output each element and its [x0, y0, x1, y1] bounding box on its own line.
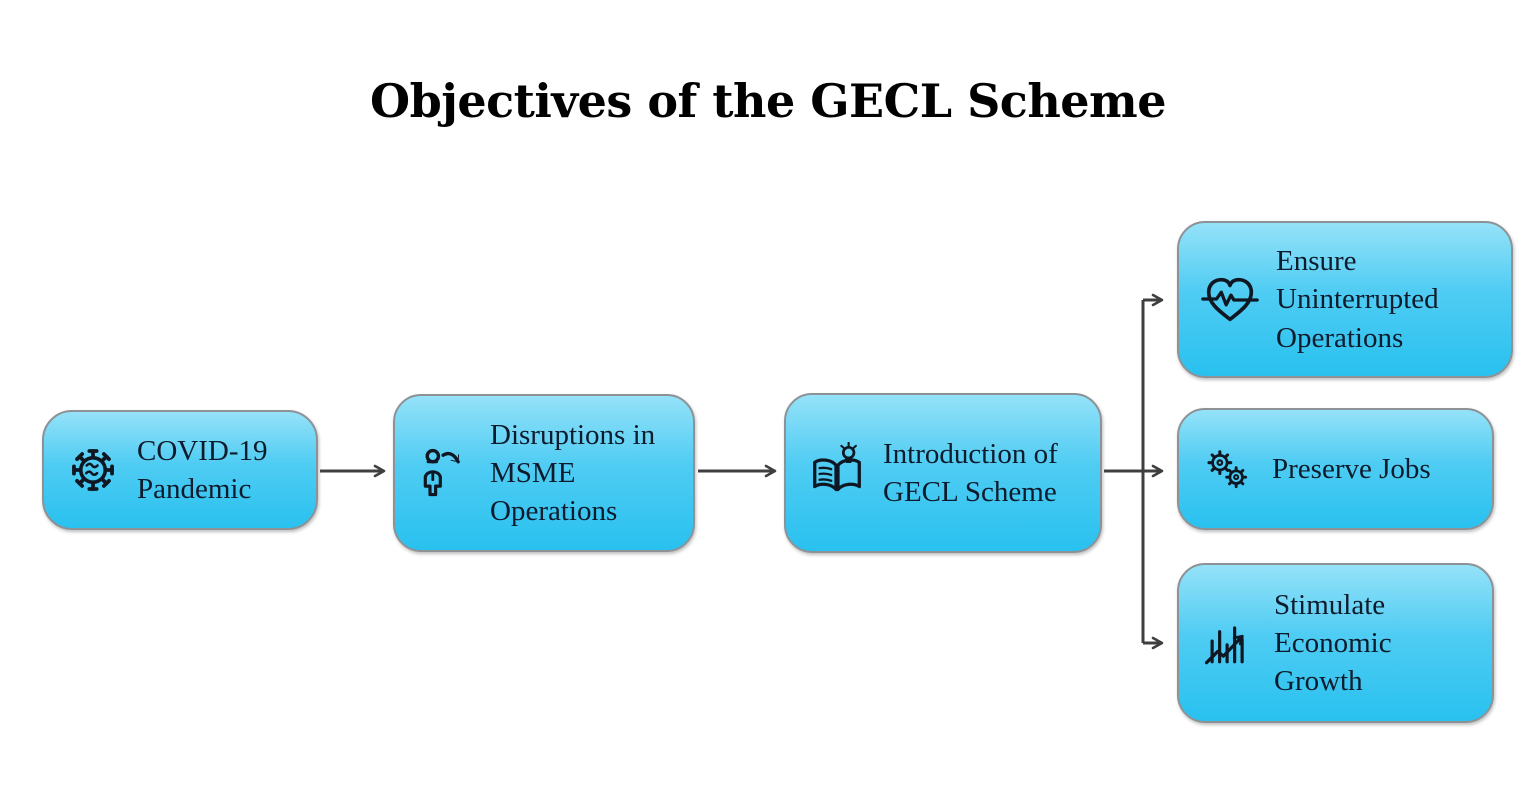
node-label: Ensure Uninterrupted Operations — [1276, 245, 1439, 354]
node-label: Disruptions in MSME Operations — [490, 418, 656, 528]
node-label: Introduction of GECL Scheme — [883, 437, 1058, 508]
node-label: Preserve Jobs — [1272, 452, 1431, 485]
person-decline-icon — [415, 443, 475, 503]
node-label: Stimulate Economic Growth — [1274, 588, 1392, 698]
node-preserve-jobs: Preserve Jobs — [1177, 408, 1494, 530]
node-gecl-introduction: Introduction of GECL Scheme — [784, 393, 1102, 553]
node-covid-pandemic: COVID-19 Pandemic — [42, 410, 318, 530]
gears-icon — [1199, 440, 1257, 498]
page-title: Objectives of the GECL Scheme — [370, 74, 1166, 128]
node-economic-growth: Stimulate Economic Growth — [1177, 563, 1494, 723]
node-label: COVID-19 Pandemic — [137, 434, 268, 505]
heart-pulse-icon — [1199, 269, 1261, 331]
node-msme-disruptions: Disruptions in MSME Operations — [393, 394, 695, 552]
growth-chart-icon — [1199, 613, 1259, 673]
virus-icon — [64, 441, 122, 499]
node-uninterrupted-operations: Ensure Uninterrupted Operations — [1177, 221, 1513, 378]
book-idea-icon — [806, 441, 868, 504]
